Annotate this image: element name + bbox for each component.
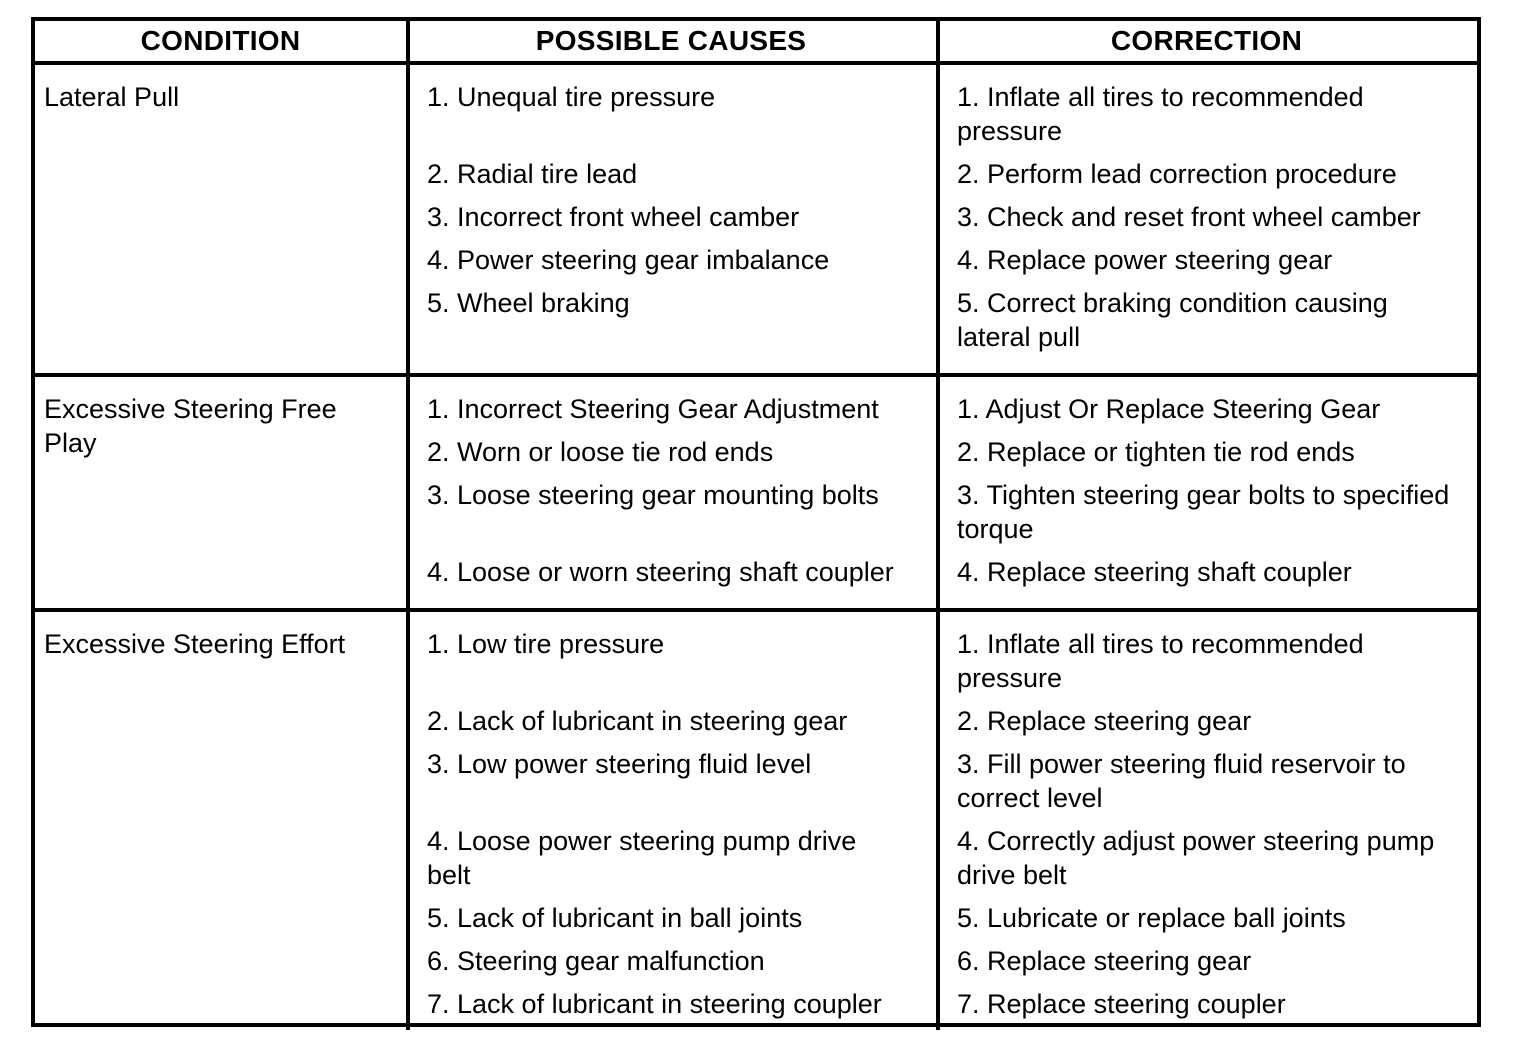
column-divider: [406, 21, 410, 61]
correction-item: 4. Replace power steering gear: [957, 245, 1333, 275]
table-row-lateral-pull: Lateral Pull 1. Unequal tire pressure 1.…: [35, 65, 1477, 373]
correction-item: 1. Inflate all tires to recommended pres…: [957, 629, 1364, 693]
correction-item: 4. Correctly adjust power steering pump …: [957, 826, 1435, 890]
correction-item: 6. Replace steering gear: [957, 946, 1252, 976]
correction-item: 7. Replace steering coupler: [957, 989, 1286, 1019]
cause-item: 1. Incorrect Steering Gear Adjustment: [427, 394, 879, 424]
cause-item: 2. Radial tire lead: [427, 159, 638, 189]
correction-item: 3. Tighten steering gear bolts to specif…: [957, 480, 1450, 544]
condition-cell: Excessive Steering Effort: [44, 629, 346, 659]
causes-corrections-grid: 1. Low tire pressure 1. Inflate all tire…: [406, 612, 1477, 1030]
cause-item: 1. Low tire pressure: [427, 629, 665, 659]
correction-item: 2. Perform lead correction procedure: [957, 159, 1397, 189]
cause-item: 1. Unequal tire pressure: [427, 82, 716, 112]
column-divider: [406, 65, 410, 373]
cause-item: 3. Incorrect front wheel camber: [427, 202, 800, 232]
cause-item: 5. Lack of lubricant in ball joints: [427, 903, 803, 933]
header-cell-correction: CORRECTION: [1110, 24, 1303, 56]
header-cell-possible-causes: POSSIBLE CAUSES: [535, 24, 807, 56]
column-divider: [406, 612, 410, 1030]
causes-corrections-grid: 1. Unequal tire pressure 1. Inflate all …: [406, 65, 1477, 373]
correction-item: 2. Replace steering gear: [957, 706, 1252, 736]
cause-item: 4. Loose or worn steering shaft coupler: [427, 557, 894, 587]
condition-cell: Lateral Pull: [44, 82, 180, 112]
table-header-row: CONDITION POSSIBLE CAUSES CORRECTION: [35, 21, 1477, 65]
correction-item: 1. Inflate all tires to recommended pres…: [957, 82, 1364, 146]
causes-corrections-grid: 1. Incorrect Steering Gear Adjustment 1.…: [406, 377, 1477, 608]
correction-item: 3. Check and reset front wheel camber: [957, 202, 1421, 232]
column-divider: [936, 21, 940, 61]
correction-item: 2. Replace or tighten tie rod ends: [957, 437, 1355, 467]
correction-item: 3. Fill power steering fluid reservoir t…: [957, 749, 1406, 813]
column-divider: [406, 377, 410, 608]
cause-item: 4. Power steering gear imbalance: [427, 245, 830, 275]
diagnosis-troubleshooting-table: CONDITION POSSIBLE CAUSES CORRECTION Lat…: [31, 17, 1481, 1030]
cause-item: 6. Steering gear malfunction: [427, 946, 765, 976]
cause-item: 5. Wheel braking: [427, 288, 630, 318]
column-divider: [936, 65, 940, 373]
correction-item: 1. Adjust Or Replace Steering Gear: [957, 394, 1381, 424]
header-cell-condition: CONDITION: [140, 24, 301, 56]
cause-item: 2. Worn or loose tie rod ends: [427, 437, 774, 467]
cause-item: 7. Lack of lubricant in steering coupler: [427, 989, 882, 1019]
cause-item: 4. Loose power steering pump drive belt: [427, 826, 857, 890]
cause-item: 2. Lack of lubricant in steering gear: [427, 706, 848, 736]
column-divider: [936, 377, 940, 608]
column-divider: [936, 612, 940, 1030]
correction-item: 5. Correct braking condition causing lat…: [957, 288, 1388, 352]
condition-cell: Excessive Steering Free Play: [44, 394, 337, 458]
correction-item: 4. Replace steering shaft coupler: [957, 557, 1352, 587]
table-row-excessive-steering-effort: Excessive Steering Effort 1. Low tire pr…: [35, 608, 1477, 1030]
correction-item: 5. Lubricate or replace ball joints: [957, 903, 1346, 933]
cause-item: 3. Low power steering fluid level: [427, 749, 812, 779]
cause-item: 3. Loose steering gear mounting bolts: [427, 480, 879, 510]
table-row-excessive-steering-free-play: Excessive Steering Free Play 1. Incorrec…: [35, 373, 1477, 608]
